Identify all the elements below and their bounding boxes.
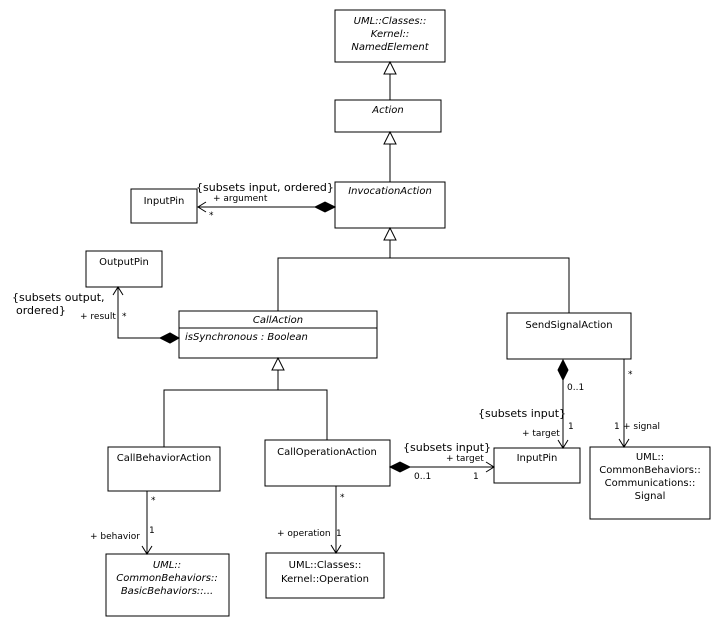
signal-line-2: CommonBehaviors:: <box>599 465 700 476</box>
association-send-target: {subsets input} + target 0..1 1 <box>478 358 584 449</box>
input-pin-top-name: InputPin <box>144 196 185 207</box>
action-name: Action <box>371 105 404 116</box>
signal-line-4: Signal <box>635 491 666 502</box>
signal-source-multiplicity: * <box>628 370 633 380</box>
generalization-invocation-action <box>383 130 397 182</box>
named-element-line-1: UML::Classes:: <box>354 16 427 27</box>
send-signal-action-name: SendSignalAction <box>525 320 612 331</box>
generalization-call-action-subclasses <box>163 356 328 447</box>
class-invocation-action: InvocationAction <box>334 181 446 229</box>
call-target-target-multiplicity: 1 <box>473 472 479 482</box>
basic-behaviors-line-3: BasicBehaviors::... <box>121 586 213 597</box>
operation-line-2: Kernel::Operation <box>281 574 369 585</box>
class-basic-behaviors: UML:: CommonBehaviors:: BasicBehaviors::… <box>105 553 230 617</box>
signal-line-1: UML:: <box>636 452 664 463</box>
signal-role: + signal <box>623 422 660 432</box>
signal-line-3: Communications:: <box>605 478 696 489</box>
association-call-target: {subsets input} + target 0..1 1 <box>388 441 495 482</box>
operation-role: + operation <box>277 529 331 539</box>
class-signal: UML:: CommonBehaviors:: Communications::… <box>589 446 711 520</box>
association-argument: {subsets input, ordered} + argument * <box>196 181 337 221</box>
output-pin-name: OutputPin <box>99 257 149 268</box>
argument-constraint: {subsets input, ordered} <box>196 181 334 194</box>
send-target-target-multiplicity: 1 <box>568 422 574 432</box>
named-element-line-3: NamedElement <box>351 42 429 53</box>
operation-target-multiplicity: 1 <box>336 529 342 539</box>
class-send-signal-action: SendSignalAction <box>506 312 632 360</box>
association-result: {subsets output, ordered} + result * <box>12 286 181 344</box>
argument-multiplicity: * <box>209 211 214 221</box>
basic-behaviors-line-2: CommonBehaviors:: <box>116 573 217 584</box>
named-element-line-2: Kernel:: <box>371 29 409 40</box>
behavior-role: + behavior <box>90 532 140 542</box>
call-target-role: + target <box>446 454 484 464</box>
result-constraint-line-1: {subsets output, <box>12 291 105 304</box>
class-named-element: UML::Classes:: Kernel:: NamedElement <box>334 9 446 63</box>
result-multiplicity: * <box>122 312 127 322</box>
result-role: + result <box>80 312 116 322</box>
class-call-operation-action: CallOperationAction <box>264 439 391 487</box>
call-action-attribute: isSynchronous : Boolean <box>185 332 308 343</box>
signal-target-multiplicity: 1 <box>614 422 620 432</box>
association-behavior: * + behavior 1 <box>90 491 156 555</box>
association-operation: * + operation 1 <box>277 486 345 554</box>
operation-source-multiplicity: * <box>340 493 345 503</box>
basic-behaviors-line-1: UML:: <box>153 560 181 571</box>
argument-role: + argument <box>213 194 268 204</box>
class-output-pin: OutputPin <box>85 250 163 288</box>
class-input-pin-top: InputPin <box>130 188 198 224</box>
operation-line-1: UML::Classes:: <box>289 560 362 571</box>
result-constraint-line-2: ordered} <box>16 304 66 317</box>
send-target-constraint: {subsets input} <box>478 407 566 420</box>
generalization-invocation-subclasses <box>277 226 570 313</box>
class-call-behavior-action: CallBehaviorAction <box>107 446 221 492</box>
send-target-role: + target <box>522 429 560 439</box>
call-action-name: CallAction <box>253 315 303 326</box>
class-operation: UML::Classes:: Kernel::Operation <box>265 552 385 599</box>
send-target-source-multiplicity: 0..1 <box>567 383 584 393</box>
class-action: Action <box>334 99 442 133</box>
input-pin-bottom-name: InputPin <box>517 453 558 464</box>
call-target-source-multiplicity: 0..1 <box>414 472 431 482</box>
association-signal: * 1 + signal <box>614 359 660 448</box>
generalization-action-named-element <box>383 60 397 100</box>
class-input-pin-bottom: InputPin <box>493 447 581 484</box>
call-operation-action-name: CallOperationAction <box>277 447 377 458</box>
call-behavior-action-name: CallBehaviorAction <box>117 453 211 464</box>
call-target-constraint: {subsets input} <box>403 441 491 454</box>
behavior-target-multiplicity: 1 <box>149 526 155 536</box>
class-call-action: CallAction isSynchronous : Boolean <box>178 310 378 359</box>
behavior-source-multiplicity: * <box>151 496 156 506</box>
invocation-action-name: InvocationAction <box>348 186 432 197</box>
